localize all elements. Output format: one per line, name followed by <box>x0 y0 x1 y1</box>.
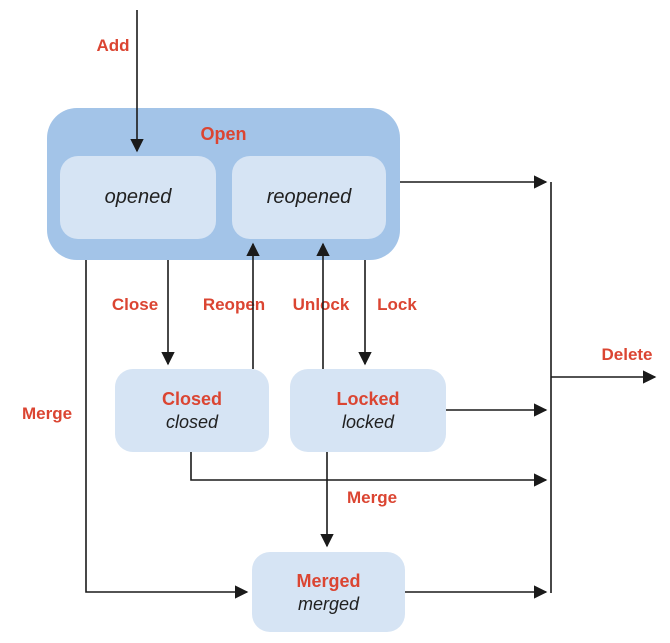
edge-label-merge-mid: Merge <box>346 488 398 507</box>
state-opened-label: opened <box>104 186 172 208</box>
state-merged-label: merged <box>297 593 360 614</box>
state-merged: Merged merged <box>252 552 405 632</box>
edge-closed-to-trunk <box>190 452 548 487</box>
state-closed-label: closed <box>165 412 219 432</box>
state-merged-title: Merged <box>296 570 361 591</box>
open-group-label: Open <box>200 124 247 144</box>
edge-label-lock: Lock <box>377 295 417 314</box>
state-locked-title: Locked <box>336 389 400 409</box>
edge-label-unlock: Unlock <box>292 295 350 314</box>
edge-label-close: Close <box>111 295 159 314</box>
state-reopened: reopened <box>232 156 386 239</box>
state-closed-title: Closed <box>161 389 222 409</box>
edge-label-merge-left: Merge <box>21 404 73 423</box>
state-locked: Locked locked <box>290 369 446 452</box>
state-open-group: Open opened reopened <box>47 108 400 260</box>
state-locked-label: locked <box>341 412 395 432</box>
edge-label-add: Add <box>96 36 130 55</box>
edge-label-delete: Delete <box>601 345 653 364</box>
state-closed: Closed closed <box>115 369 269 452</box>
edge-label-reopen: Reopen <box>202 295 266 314</box>
state-opened: opened <box>60 156 216 239</box>
state-reopened-label: reopened <box>266 186 352 208</box>
